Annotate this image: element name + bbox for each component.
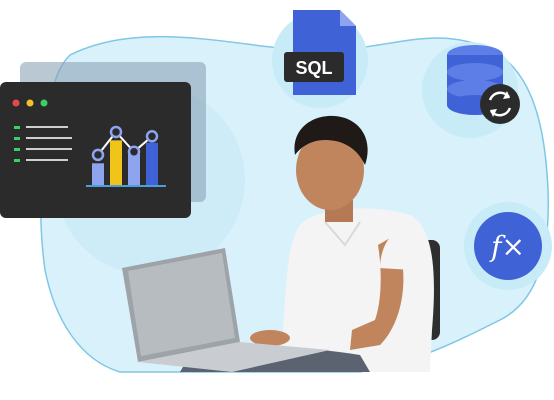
chart-point xyxy=(91,148,105,162)
chart-bar xyxy=(92,163,104,185)
chart-line xyxy=(97,130,153,156)
chart-point xyxy=(127,145,141,159)
mini-bar-chart xyxy=(86,125,166,187)
chart-bar xyxy=(110,140,122,185)
chart-bar xyxy=(146,142,158,185)
function-fx-icon: f× xyxy=(464,202,552,290)
chart-bar xyxy=(128,154,140,185)
refresh-icon xyxy=(480,84,520,124)
chart-point xyxy=(109,125,123,139)
text-lines xyxy=(14,126,72,162)
sql-label: SQL xyxy=(295,58,332,78)
window-dot xyxy=(12,99,20,107)
chart-point xyxy=(145,130,159,143)
laptop-icon xyxy=(122,248,330,372)
sql-file-icon: SQL xyxy=(272,10,368,108)
database-sync-icon xyxy=(422,42,520,138)
window-dot xyxy=(40,99,48,107)
window-dot xyxy=(26,99,34,107)
analytics-dashboard-icon xyxy=(0,62,206,218)
window-controls xyxy=(12,99,48,107)
chart-baseline xyxy=(86,185,166,187)
fx-label: f× xyxy=(489,230,525,263)
